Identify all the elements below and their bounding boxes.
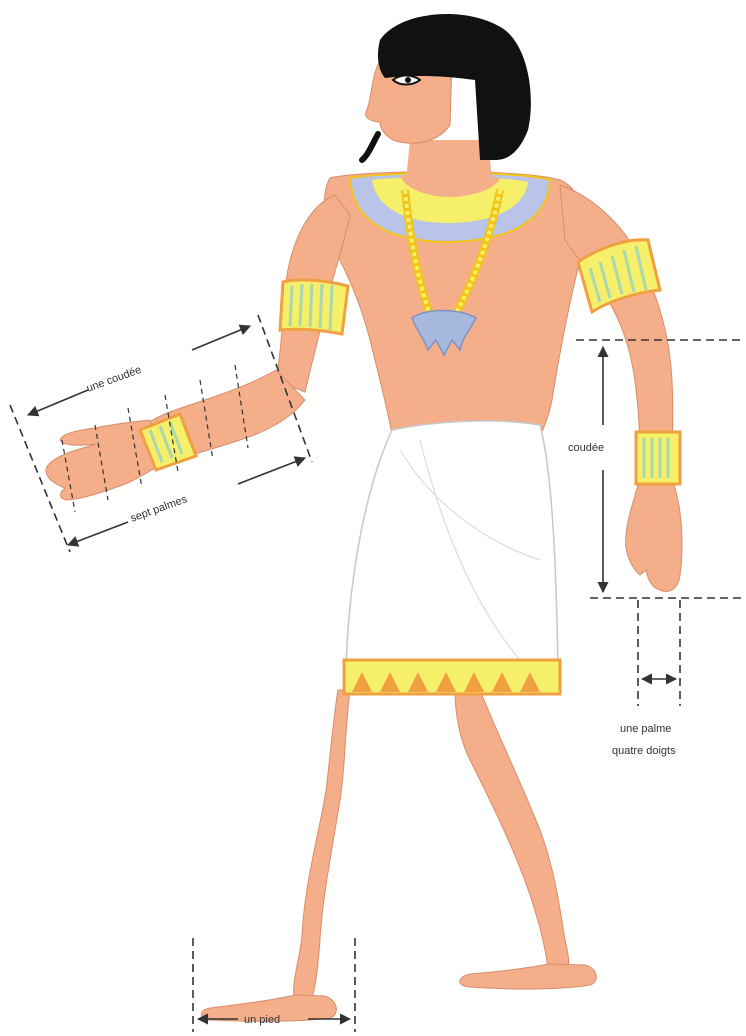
label-coudee: coudée (568, 442, 604, 454)
beard (362, 134, 378, 160)
right-hand (626, 485, 682, 591)
label-une-coudee: une coudée (85, 364, 143, 395)
label-quatre-doigts: quatre doigts (612, 745, 676, 757)
palm-measure: une palme quatre doigts (612, 600, 680, 757)
kilt (346, 421, 558, 668)
label-sept-palmes: sept palmes (129, 493, 189, 525)
left-leg (294, 690, 350, 1002)
neck (406, 140, 492, 180)
right-leg (455, 690, 569, 970)
right-foot (460, 964, 596, 989)
label-un-pied: un pied (244, 1014, 280, 1026)
label-une-palme: une palme (620, 723, 671, 735)
